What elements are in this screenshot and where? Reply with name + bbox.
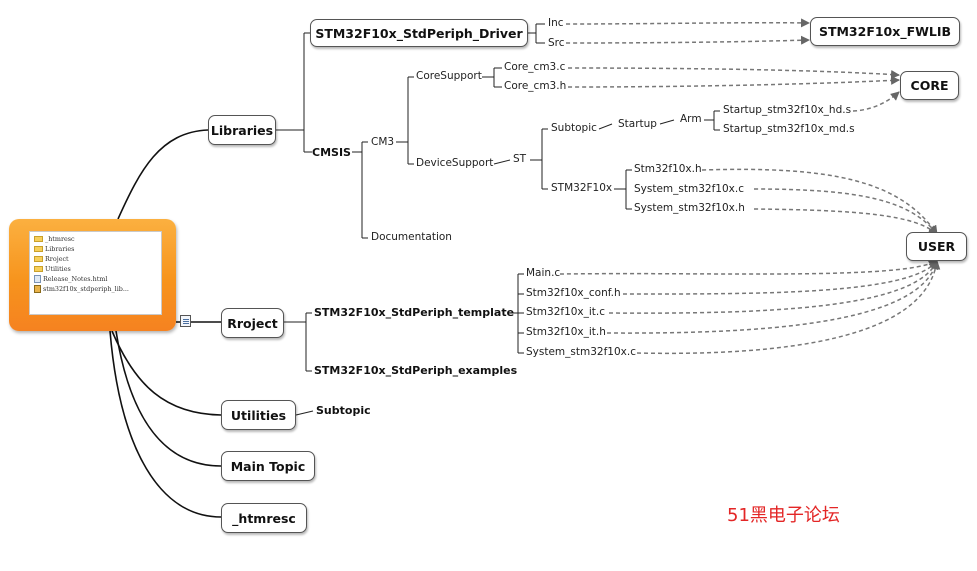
- link-itc-user: [608, 260, 938, 314]
- node-coresupport[interactable]: CoreSupport: [416, 70, 482, 82]
- node-stdperiph-examples[interactable]: STM32F10x_StdPeriph_examples: [314, 364, 518, 377]
- node-core-cm3-h[interactable]: Core_cm3.h: [504, 80, 567, 92]
- link-sysc2-user: [636, 260, 941, 355]
- node-it-c[interactable]: Stm32f10x_it.c: [526, 306, 606, 318]
- link-hd-core: [852, 91, 900, 112]
- folder-listing-preview: _htmresc Libraries Rroject Utilities Rel…: [29, 231, 162, 315]
- node-inc[interactable]: Inc: [548, 17, 564, 29]
- link-inc-fwlib: [565, 18, 810, 28]
- node-conf-h[interactable]: Stm32f10x_conf.h: [526, 287, 621, 299]
- branch-htmresc[interactable]: _htmresc: [221, 503, 307, 533]
- node-arm[interactable]: Arm: [680, 113, 702, 125]
- link-corec-core: [567, 67, 900, 79]
- watermark-text: 51黑电子论坛: [727, 505, 840, 526]
- node-documentation[interactable]: Documentation: [371, 231, 452, 243]
- node-it-h[interactable]: Stm32f10x_it.h: [526, 326, 606, 338]
- file-item: Release_Notes.html: [34, 275, 107, 284]
- link-root-htmresc: [109, 330, 222, 518]
- node-startup-md[interactable]: Startup_stm32f10x_md.s: [723, 123, 855, 135]
- node-stdperiph-template[interactable]: STM32F10x_StdPeriph_template: [314, 306, 515, 319]
- link-sysc-user: [753, 188, 938, 235]
- node-stdperiph-driver[interactable]: STM32F10x_StdPeriph_Driver: [310, 19, 528, 47]
- branch-main-topic[interactable]: Main Topic: [221, 451, 315, 481]
- link-mainc-user: [559, 260, 938, 275]
- file-item: Rroject: [34, 255, 69, 264]
- node-stm32f10x-h[interactable]: Stm32f10x.h: [634, 163, 702, 175]
- target-fwlib[interactable]: STM32F10x_FWLIB: [810, 17, 960, 46]
- link-root-libraries: [117, 129, 209, 220]
- link-conf-user: [622, 260, 938, 295]
- file-item: _htmresc: [34, 235, 75, 244]
- node-st[interactable]: ST: [513, 153, 527, 165]
- node-core-cm3-c[interactable]: Core_cm3.c: [504, 61, 566, 73]
- file-item: Libraries: [34, 245, 74, 254]
- node-system-c-project[interactable]: System_stm32f10x.c: [526, 346, 636, 358]
- node-devicesupport[interactable]: DeviceSupport: [416, 157, 494, 169]
- branch-rroject[interactable]: Rroject: [221, 308, 284, 338]
- link-src-fwlib: [565, 35, 810, 45]
- root-node[interactable]: _htmresc Libraries Rroject Utilities Rel…: [9, 219, 176, 331]
- link-root-utilities: [111, 330, 222, 416]
- file-item: Utilities: [34, 265, 71, 274]
- node-src[interactable]: Src: [548, 37, 565, 49]
- html-file-icon: [34, 275, 41, 283]
- node-main-c[interactable]: Main.c: [526, 267, 561, 279]
- branch-libraries[interactable]: Libraries: [208, 115, 276, 145]
- target-user[interactable]: USER: [906, 232, 967, 261]
- link-ith-user: [606, 260, 940, 334]
- node-system-c[interactable]: System_stm32f10x.c: [634, 183, 744, 195]
- node-utilities-subtopic[interactable]: Subtopic: [316, 404, 371, 417]
- library-file-icon: [34, 285, 41, 293]
- folder-icon: [34, 236, 43, 242]
- node-startup[interactable]: Startup: [618, 118, 657, 130]
- folder-icon: [34, 246, 43, 252]
- folder-icon: [34, 266, 43, 272]
- target-core[interactable]: CORE: [900, 71, 959, 100]
- link-coreh-core: [567, 75, 900, 88]
- node-cm3[interactable]: CM3: [371, 136, 395, 148]
- node-cmsis[interactable]: CMSIS: [312, 146, 351, 159]
- link-root-main-topic: [115, 330, 222, 467]
- node-system-h[interactable]: System_stm32f10x.h: [634, 202, 745, 214]
- note-icon[interactable]: [180, 315, 191, 327]
- branch-utilities[interactable]: Utilities: [221, 400, 296, 430]
- link-sysh-user: [753, 208, 938, 235]
- node-stm32f10x[interactable]: STM32F10x: [551, 182, 613, 194]
- node-subtopic[interactable]: Subtopic: [551, 122, 597, 134]
- file-item: stm32f10x_stdperiph_lib...: [34, 285, 129, 294]
- folder-icon: [34, 256, 43, 262]
- node-startup-hd[interactable]: Startup_stm32f10x_hd.s: [723, 104, 852, 116]
